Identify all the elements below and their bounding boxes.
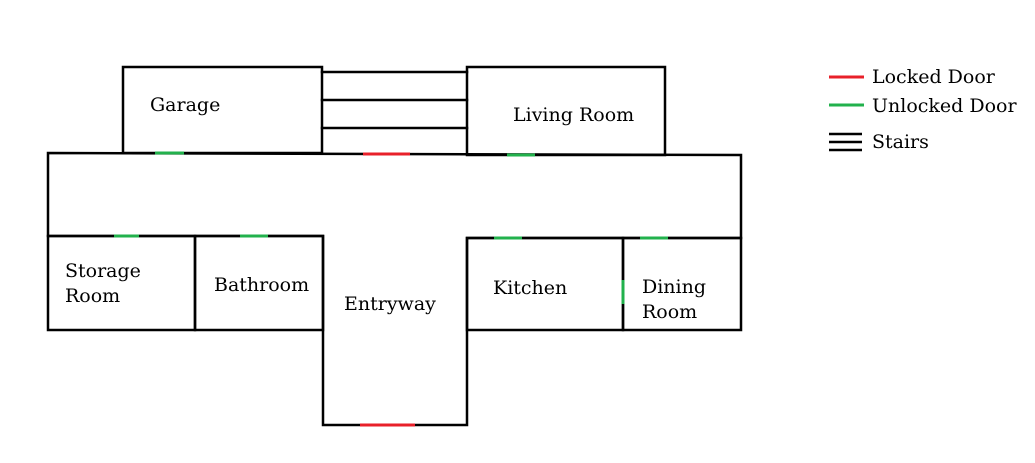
legend: Locked Door Unlocked Door Stairs [829,66,1017,153]
entryway-label: Entryway [344,293,436,315]
hallway-entryway-walls [46,151,743,427]
storage-room-label-line2: Room [65,285,120,307]
kitchen-label: Kitchen [493,277,567,299]
legend-unlocked-door-label: Unlocked Door [872,95,1017,117]
storage-room-label-line1: Storage [65,260,141,282]
stairs [320,70,469,130]
garage-label: Garage [150,94,220,116]
storage-room-walls [46,234,197,332]
bathroom-label: Bathroom [214,274,309,296]
dining-room-label-line1: Dining [642,276,706,298]
living-room-label: Living Room [513,104,634,126]
legend-stairs-icon [829,132,862,152]
legend-stairs-label: Stairs [872,131,929,153]
dining-room-label-line2: Room [642,301,697,323]
legend-locked-door-label: Locked Door [872,66,996,88]
